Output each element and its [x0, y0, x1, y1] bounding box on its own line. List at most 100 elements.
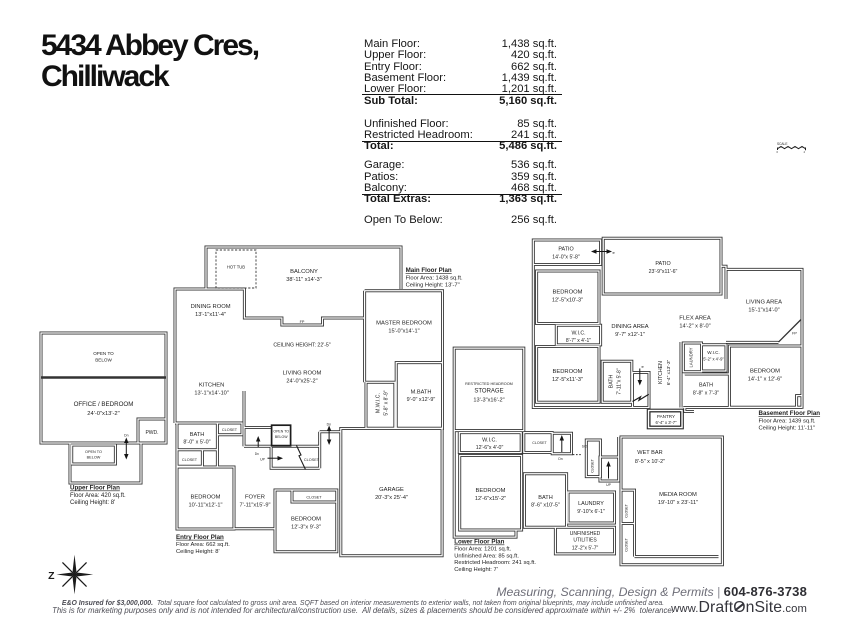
svg-text:Dn: Dn [124, 434, 128, 438]
svg-text:9'-0" x12'-9": 9'-0" x12'-9" [407, 397, 436, 403]
svg-text:9'-7" x12'-1": 9'-7" x12'-1" [615, 332, 645, 338]
svg-text:up: up [641, 365, 645, 369]
svg-text:PANTRY: PANTRY [657, 414, 675, 419]
svg-text:CLOSET: CLOSET [532, 441, 547, 445]
svg-text:PATIO: PATIO [655, 261, 670, 267]
svg-text:BATH: BATH [609, 375, 615, 389]
svg-text:14'-0"x 5'-8": 14'-0"x 5'-8" [552, 255, 580, 261]
svg-text:MEDIA ROOM: MEDIA ROOM [659, 492, 697, 498]
svg-text:5'-8" x 8'-9": 5'-8" x 8'-9" [384, 390, 390, 415]
svg-text:BEDROOM: BEDROOM [191, 495, 221, 501]
svg-text:FOYER: FOYER [245, 495, 265, 501]
svg-text:BELOW: BELOW [95, 358, 112, 363]
svg-text:LAUNDRY: LAUNDRY [689, 347, 694, 367]
svg-text:W.I.C.: W.I.C. [482, 438, 497, 444]
svg-text:Basement Floor Plan: Basement Floor Plan [759, 410, 821, 417]
svg-text:24'-0"x13'-2": 24'-0"x13'-2" [87, 411, 119, 417]
svg-text:15'-1"x14'-0": 15'-1"x14'-0" [748, 308, 779, 314]
svg-text:12'-5"x11'-3": 12'-5"x11'-3" [552, 377, 583, 383]
svg-text:Ceiling Height: 13'-7": Ceiling Height: 13'-7" [406, 283, 460, 289]
svg-text:CLOSET: CLOSET [306, 496, 322, 500]
svg-text:KITCHEN: KITCHEN [658, 361, 664, 384]
svg-text:Lower Floor Plan: Lower Floor Plan [454, 539, 504, 546]
svg-text:OFFICE / BEDROOM: OFFICE / BEDROOM [74, 401, 134, 408]
svg-text:BEDROOM: BEDROOM [553, 290, 583, 296]
svg-text:0: 0 [777, 150, 779, 154]
svg-text:Ceiling Height: 11'-11": Ceiling Height: 11'-11" [759, 425, 815, 431]
svg-text:23'-9"x11'-6": 23'-9"x11'-6" [649, 269, 678, 275]
svg-text:Restricted Headroom: 241 sq.ft: Restricted Headroom: 241 sq.ft. [454, 560, 536, 566]
svg-text:up: up [612, 251, 616, 255]
svg-text:CEILING HEIGHT: 22'-5": CEILING HEIGHT: 22'-5" [273, 343, 330, 349]
svg-text:15'-0"x14'-1": 15'-0"x14'-1" [388, 329, 419, 335]
svg-text:Floor Area: 1201 sq.ft.: Floor Area: 1201 sq.ft. [454, 547, 511, 553]
svg-text:Ceiling Height: 8': Ceiling Height: 8' [176, 549, 220, 555]
svg-text:DINING ROOM: DINING ROOM [191, 304, 231, 310]
svg-text:UP: UP [606, 483, 611, 487]
svg-text:Entry Floor Plan: Entry Floor Plan [176, 534, 224, 541]
svg-text:BATH: BATH [699, 383, 713, 389]
svg-text:Upper Floor Plan: Upper Floor Plan [70, 485, 120, 492]
svg-text:W.I.C.: W.I.C. [707, 350, 720, 355]
svg-text:38'-11" x14'-3": 38'-11" x14'-3" [286, 277, 322, 283]
svg-text:12'-5"x10'-3": 12'-5"x10'-3" [552, 298, 583, 304]
svg-text:8'-5" x 10'-2": 8'-5" x 10'-2" [635, 459, 665, 465]
svg-text:Floor Area: 1439 sq.ft.: Floor Area: 1439 sq.ft. [759, 418, 816, 424]
svg-text:20'-3"x 25'-4": 20'-3"x 25'-4" [375, 495, 408, 501]
svg-text:BEDROOM: BEDROOM [476, 488, 506, 494]
svg-text:Floor Area: 1438 sq.ft.: Floor Area: 1438 sq.ft. [406, 276, 463, 282]
svg-text:STORAGE: STORAGE [474, 389, 503, 395]
svg-text:CLOSET: CLOSET [590, 459, 594, 473]
svg-text:FLEX AREA: FLEX AREA [679, 316, 711, 322]
svg-text:14'-1" x 12'-6": 14'-1" x 12'-6" [748, 377, 782, 383]
svg-text:UP: UP [260, 457, 265, 461]
svg-text:8'-7" x 4'-1": 8'-7" x 4'-1" [566, 338, 591, 344]
svg-text:BATH: BATH [538, 495, 553, 501]
svg-text:RESTRICTED HEADROOM: RESTRICTED HEADROOM [465, 382, 513, 386]
svg-text:DINING AREA: DINING AREA [611, 324, 648, 330]
svg-text:OPEN TO: OPEN TO [273, 429, 289, 433]
svg-text:CLOSET: CLOSET [182, 458, 198, 462]
svg-text:Dn: Dn [558, 457, 562, 461]
svg-text:BALCONY: BALCONY [290, 269, 318, 275]
svg-text:8'-8" x 7'-3": 8'-8" x 7'-3" [693, 391, 719, 397]
svg-text:WET BAR: WET BAR [637, 450, 662, 456]
svg-text:7'-11"x 5'-8": 7'-11"x 5'-8" [617, 368, 623, 394]
svg-text:BATH: BATH [190, 432, 205, 438]
svg-text:OPEN TO: OPEN TO [85, 450, 102, 454]
svg-text:24'-0"x25'-2": 24'-0"x25'-2" [286, 379, 317, 385]
svg-text:Z: Z [48, 570, 55, 582]
svg-text:PATIO: PATIO [558, 247, 573, 253]
svg-text:CLOSET: CLOSET [304, 458, 320, 462]
svg-text:LIVING AREA: LIVING AREA [746, 300, 782, 306]
svg-text:UTILITIES: UTILITIES [573, 538, 597, 544]
svg-text:13'-3"x16'-2": 13'-3"x16'-2" [473, 398, 504, 404]
svg-text:13'-1"x14'-10": 13'-1"x14'-10" [194, 391, 228, 397]
svg-text:S/O: S/O [582, 445, 588, 449]
svg-text:MASTER BEDROOM: MASTER BEDROOM [376, 321, 432, 327]
svg-text:BELOW: BELOW [87, 455, 101, 459]
svg-text:5'-2" x 4'-9": 5'-2" x 4'-9" [703, 356, 724, 361]
svg-text:Ceiling Height: 7': Ceiling Height: 7' [454, 567, 498, 573]
svg-text:BELOW: BELOW [275, 435, 288, 439]
svg-text:12'-3"x 9'-3": 12'-3"x 9'-3" [291, 525, 321, 531]
svg-text:BEDROOM: BEDROOM [553, 369, 583, 375]
svg-text:Dn: Dn [255, 452, 259, 456]
svg-text:Ceiling Height: 8': Ceiling Height: 8' [70, 500, 115, 506]
svg-text:12'-6"x15'-2": 12'-6"x15'-2" [475, 496, 506, 502]
svg-text:CLOSET: CLOSET [222, 428, 238, 432]
svg-text:OPEN TO: OPEN TO [93, 351, 114, 356]
svg-text:Floor Area: 420 sq.ft.: Floor Area: 420 sq.ft. [70, 493, 126, 499]
svg-text:CLOSET: CLOSET [625, 504, 629, 518]
svg-text:Unfinished Area: 85 sq.ft.: Unfinished Area: 85 sq.ft. [454, 553, 519, 559]
svg-text:SCALE: SCALE [777, 142, 787, 146]
svg-text:12'-2"x 5'-7": 12'-2"x 5'-7" [572, 546, 599, 552]
svg-text:19'-10" x 23'-11": 19'-10" x 23'-11" [658, 500, 698, 506]
svg-text:Floor Area: 662 sq.ft.: Floor Area: 662 sq.ft. [176, 542, 230, 548]
svg-text:LAUNDRY: LAUNDRY [578, 501, 604, 507]
svg-text:13'-1"x11'-4": 13'-1"x11'-4" [195, 312, 226, 318]
svg-text:6'-4" x13'-3": 6'-4" x13'-3" [666, 359, 672, 385]
svg-text:CLOSET: CLOSET [625, 538, 629, 552]
svg-text:8'-6" x10'-5": 8'-6" x10'-5" [531, 503, 560, 509]
svg-text:LIVING ROOM: LIVING ROOM [283, 371, 322, 377]
